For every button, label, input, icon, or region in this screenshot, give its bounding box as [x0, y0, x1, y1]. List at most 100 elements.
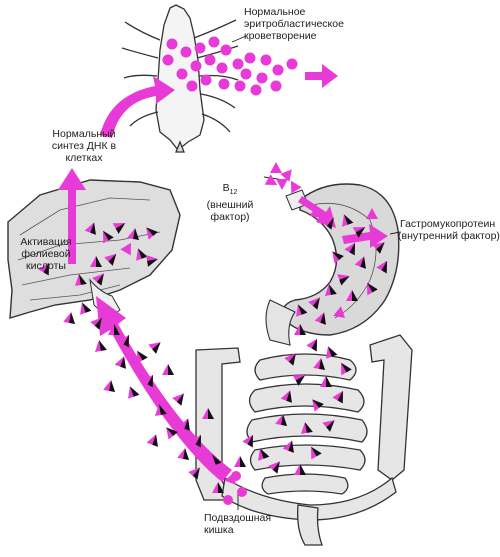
b12-factor-complex	[84, 222, 96, 235]
b12-factor-complex	[112, 223, 126, 234]
blood-cell-dot	[220, 44, 232, 56]
b12-factor-complex	[311, 446, 322, 460]
blood-cell-dot	[286, 58, 298, 70]
b12-factor-complex	[346, 290, 358, 301]
b12-factor-complex	[306, 338, 317, 352]
b12-factor-complex	[242, 434, 253, 448]
b12-factor-complex	[104, 253, 117, 266]
b12-factor-complex	[372, 242, 385, 254]
b12-factor-complex	[154, 404, 167, 416]
blood-cell-dot	[234, 80, 246, 92]
b12-factor-complex	[268, 461, 280, 474]
blood-cell-dot	[186, 80, 198, 92]
label-ileum: Подвздошная кишка	[204, 512, 271, 536]
arrow-gastromucoprotein	[342, 224, 388, 248]
b12-factor-complex	[212, 482, 224, 493]
b12-factor-complex	[128, 386, 140, 399]
label-gastro-line-2: (внутренний фактор)	[398, 230, 500, 242]
label-erythropoiesis: Нормальное эритробластическое кроветворе…	[244, 6, 344, 42]
b12-factor-complex	[313, 358, 326, 370]
arrow-to-bone-marrow	[100, 76, 175, 138]
label-b12-sub: 12	[229, 189, 238, 197]
label-folic-line-1: Активация	[20, 236, 72, 248]
blood-cell-dot	[162, 54, 174, 66]
label-dna-synthesis: Нормальный синтез ДНК в клетках	[44, 128, 124, 164]
label-b12-line-3: фактор)	[210, 211, 250, 224]
b12-factor-complex	[322, 217, 334, 230]
blood-cell-dot	[200, 74, 212, 86]
label-b12-title: B12	[200, 182, 260, 199]
label-b12-line-2: (внешний	[206, 199, 254, 212]
b12-factor-complex	[146, 434, 158, 447]
b12-factor-complex	[118, 334, 129, 348]
b12-factor-complex	[137, 350, 148, 364]
blood-cell-dot	[237, 487, 247, 497]
b12-triangle	[276, 179, 288, 190]
blood-cell-dot	[231, 471, 241, 481]
blood-cell-dot	[216, 62, 228, 74]
b12-factor-complex	[367, 282, 378, 296]
label-gastro-line-1: Гастромукопротеин	[400, 218, 496, 230]
label-gastromucoprotein: Гастромукопротеин (внутренний фактор)	[398, 218, 500, 242]
b12-factor-complex	[294, 464, 306, 475]
blood-cell-dot	[223, 495, 233, 505]
label-b12-main: B	[222, 182, 230, 194]
b12-factor-complex	[354, 256, 366, 269]
b12-factor-complex	[308, 297, 320, 310]
b12-triangle	[291, 180, 302, 194]
blood-cell-dot	[232, 58, 244, 70]
label-dna-line-3: клетках	[65, 152, 103, 164]
b12-factor-complex	[178, 418, 190, 431]
b12-factor-complex	[177, 448, 190, 460]
b12-factor-complex	[108, 324, 120, 335]
b12-factor-complex	[63, 312, 76, 324]
arrow-liver-to-dna-up	[58, 168, 86, 264]
b12-triangle	[309, 206, 322, 218]
label-erythropoiesis-line-1: Нормальное	[244, 6, 306, 18]
b12-factor-complex	[92, 273, 104, 286]
b12-factor-complex	[314, 312, 326, 325]
blood-cell-dot	[204, 54, 216, 66]
b12-factor-complex	[202, 408, 214, 419]
b12-factor-complex	[136, 248, 148, 261]
blood-cell-dot	[270, 80, 282, 92]
b12-factor-complex	[114, 356, 126, 369]
b12-triangle	[264, 174, 278, 185]
b12-factor-complex	[284, 353, 296, 366]
b12-factor-complex	[322, 420, 335, 432]
b12-triangle	[280, 169, 292, 182]
b12-factor-complex	[296, 304, 308, 317]
blood-cell-dot	[240, 68, 252, 80]
blood-cell-dot	[218, 78, 230, 90]
blood-cell-dot	[190, 60, 202, 72]
b12-factor-complex	[90, 317, 102, 330]
label-folic-line-2: фолиевой	[21, 248, 71, 260]
b12-factor-complex	[90, 256, 102, 267]
b12-factor-complex	[127, 228, 140, 240]
b12-factor-complex	[341, 362, 352, 376]
b12-factor-complex	[103, 230, 114, 244]
b12-factor-complex	[320, 376, 332, 387]
b12-factor-complex	[332, 251, 344, 264]
blood-cell-dot	[194, 42, 206, 54]
b12-factor-complex	[292, 375, 306, 386]
label-dna-line-1: Нормальный	[52, 128, 116, 140]
b12-factor-complex	[103, 380, 116, 392]
blood-cell-dot	[166, 38, 178, 50]
b12-factor-complex	[146, 254, 158, 267]
label-b12: B12 (внешний фактор)	[200, 182, 260, 223]
label-ileum-line-1: Подвздошная	[204, 512, 272, 524]
b12-triangle	[270, 162, 282, 173]
b12-factor-complex	[300, 422, 313, 434]
blood-cell-dot	[250, 84, 262, 96]
blood-cell-dot	[176, 68, 188, 80]
label-erythropoiesis-line-2: эритробластическое	[244, 18, 344, 30]
b12-factor-complex	[258, 448, 270, 461]
label-ileum-line-2: кишка	[204, 524, 234, 536]
b12-factor-complex	[324, 284, 337, 296]
b12-factor-complex	[148, 342, 161, 354]
b12-factor-complex	[210, 454, 222, 467]
b12-factor-complex	[344, 242, 355, 256]
arrow-blood-out	[305, 64, 338, 88]
label-erythropoiesis-line-3: кроветворение	[244, 30, 317, 42]
